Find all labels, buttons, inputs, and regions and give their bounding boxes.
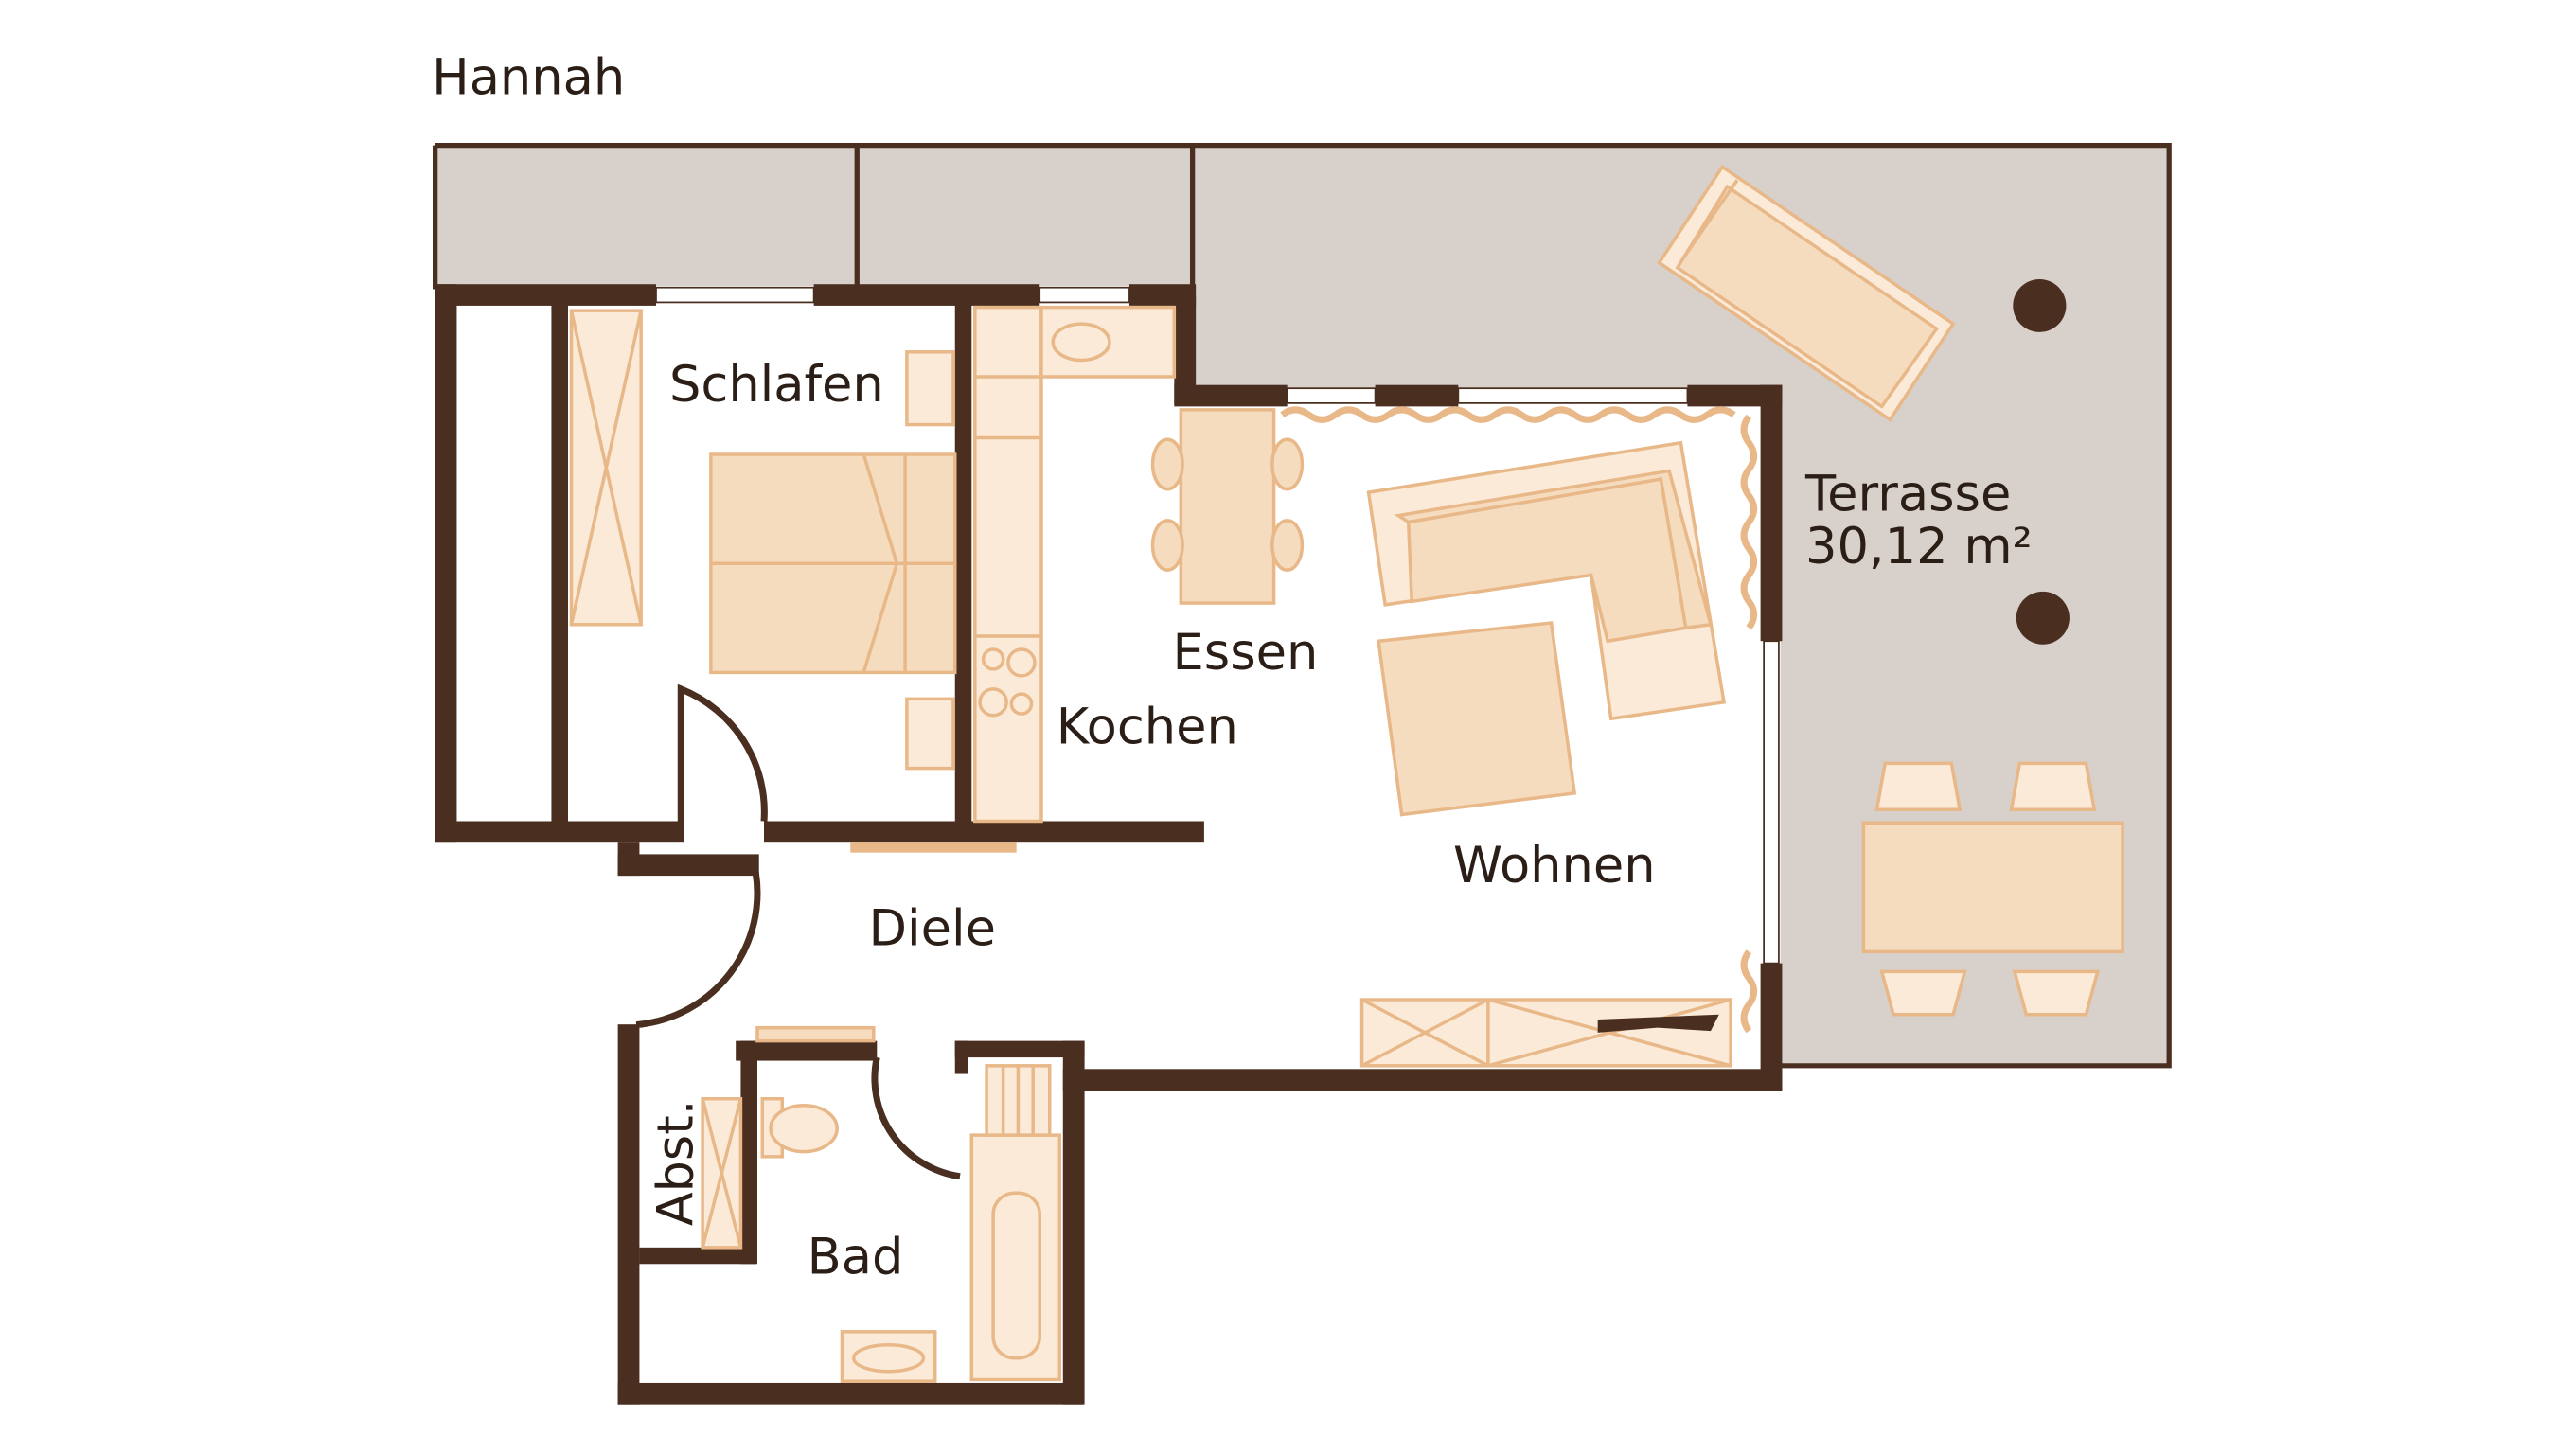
bath-radiator xyxy=(755,1025,876,1043)
wardrobe xyxy=(569,309,643,627)
terrace-table xyxy=(1861,761,2124,1017)
corner-sofa xyxy=(1366,440,1727,721)
plant-pot xyxy=(2013,278,2067,332)
storage-shelf xyxy=(701,1096,743,1250)
room-label-kochen: Kochen xyxy=(1057,699,1238,756)
plant-pot xyxy=(2016,591,2070,645)
doors xyxy=(635,683,1017,1180)
bathtub xyxy=(969,1064,1062,1382)
room-label-essen: Essen xyxy=(1173,624,1319,682)
sun-lounger xyxy=(1657,164,1956,422)
terrasse-area-label: 30,12 m² xyxy=(1805,518,2033,576)
room-label-abst: Abst. xyxy=(647,1100,704,1226)
windows xyxy=(655,286,1780,965)
sideboard xyxy=(1359,998,1732,1068)
curtains xyxy=(1280,406,1758,1034)
room-label-schlafen: Schlafen xyxy=(669,356,884,414)
coffee-table xyxy=(1377,621,1577,817)
nightstand xyxy=(905,697,955,771)
nightstand xyxy=(905,350,955,427)
walls xyxy=(435,284,1783,1405)
apartment-title: Hannah xyxy=(432,49,625,107)
washbasin xyxy=(840,1330,937,1383)
room-label-diele: Diele xyxy=(869,900,997,958)
room-label-wohnen: Wohnen xyxy=(1453,837,1656,895)
toilet xyxy=(760,1096,839,1159)
room-label-bad: Bad xyxy=(808,1229,904,1286)
dining-table xyxy=(1150,408,1305,605)
kitchen-counter xyxy=(973,305,1177,824)
room-label-terrasse: Terrasse xyxy=(1804,465,2011,523)
double-bed xyxy=(709,452,957,675)
